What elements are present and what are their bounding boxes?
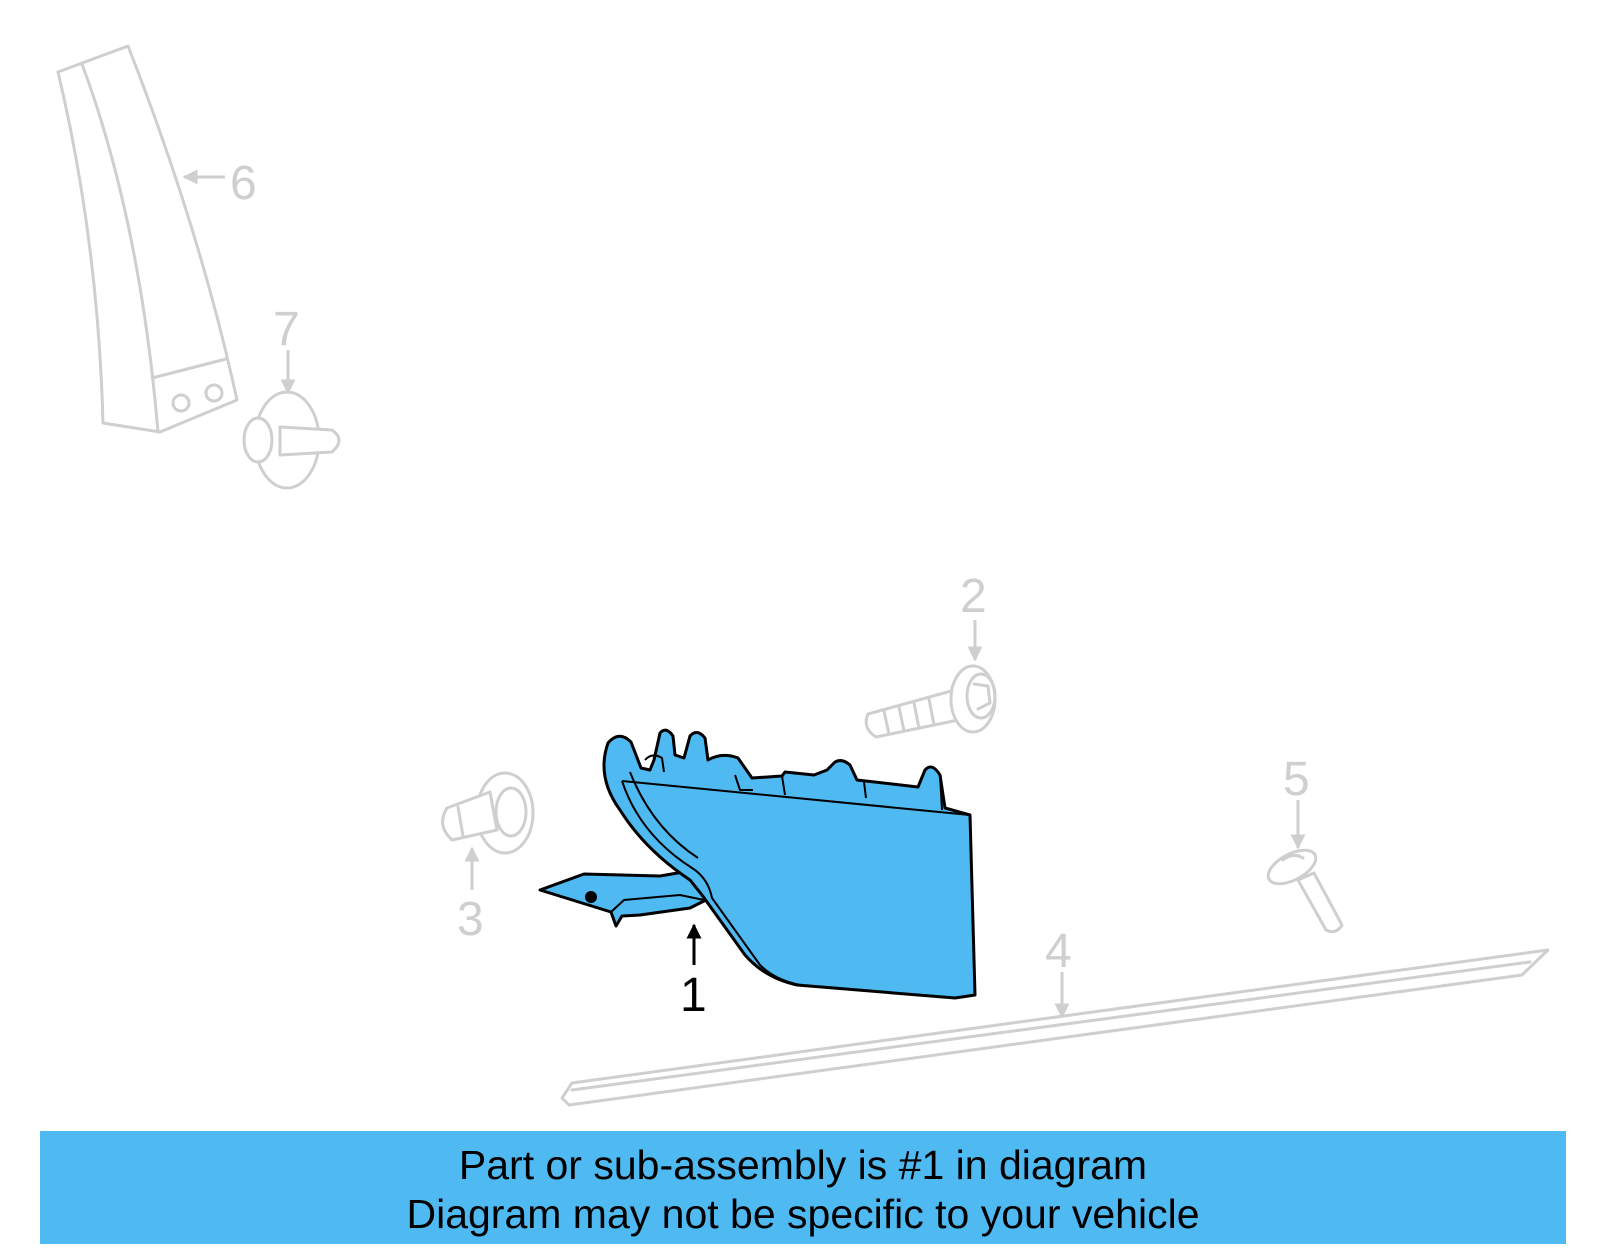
info-banner: Part or sub-assembly is #1 in diagram Di… [40, 1131, 1566, 1244]
callout-6: 6 [230, 157, 257, 210]
part-6-pillar-trim [56, 44, 239, 434]
part-3-push-clip [441, 771, 535, 855]
banner-line-2: Diagram may not be specific to your vehi… [406, 1191, 1200, 1237]
part-2-bolt [864, 664, 997, 739]
part-7-push-clip [242, 390, 341, 490]
callout-7: 7 [273, 303, 300, 356]
banner-line-1: Part or sub-assembly is #1 in diagram [458, 1142, 1148, 1188]
part-4-molding [560, 948, 1550, 1107]
callout-4: 4 [1045, 925, 1072, 978]
part-5-screw [1266, 848, 1344, 934]
callout-2: 2 [960, 570, 987, 623]
callout-3: 3 [457, 893, 484, 946]
callout-5: 5 [1283, 753, 1310, 806]
part-1-trim-bracket [538, 728, 977, 1000]
callout-1: 1 [680, 969, 707, 1022]
